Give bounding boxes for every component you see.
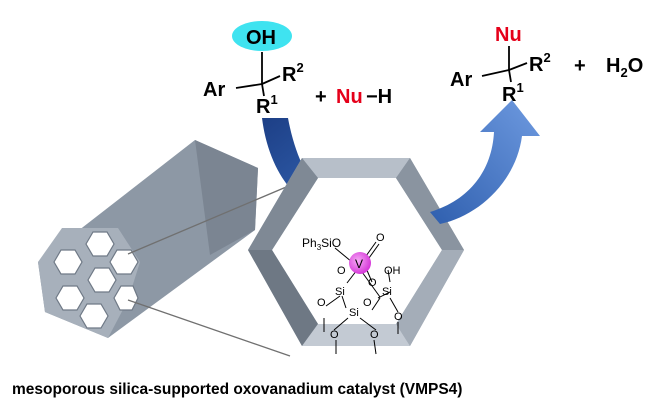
pore-inner: [272, 178, 442, 324]
figure-caption: mesoporous silica-supported oxovanadium …: [12, 381, 463, 398]
product-ar: Ar: [450, 69, 472, 91]
nu-hydrogen: −H: [366, 86, 392, 108]
vanadium-label: V: [355, 257, 363, 271]
plus-sign: +: [315, 86, 327, 108]
rod-side-shade: [195, 140, 258, 255]
zoom-line-top: [127, 181, 299, 255]
hydroxyl-label: OH: [384, 265, 401, 277]
byproduct-water: + H2O: [574, 55, 643, 80]
product-r2: R2: [529, 50, 551, 76]
oxo-oxygen-label: O: [376, 232, 385, 244]
oxygen-label: O: [317, 297, 326, 309]
water-formula: H2O: [606, 55, 643, 80]
reactant-r2: R2: [282, 60, 304, 86]
reactant-ar: Ar: [203, 79, 225, 101]
curved-arrow-in: [262, 118, 392, 219]
hexagonal-pore: [248, 158, 464, 346]
product: Nu Ar R2 R1: [450, 24, 551, 106]
oxygen-label: O: [394, 311, 403, 323]
reactant-alcohol: OH Ar R2 R1: [203, 21, 304, 118]
product-r1: R1: [502, 80, 524, 106]
curved-arrow-out: [430, 100, 540, 224]
nu-label: Nu: [336, 86, 363, 108]
pore-holes: [53, 231, 139, 329]
zoom-line-bottom: [127, 299, 291, 357]
catalyst-site: Ph3SiO V O OH O O Si Si Si O O O O O: [302, 232, 403, 355]
silicon-label: Si: [382, 286, 392, 298]
oxygen-label: O: [337, 265, 346, 277]
oxygen-label: O: [368, 277, 377, 289]
reactant-r1: R1: [256, 92, 278, 118]
vanadium-atom: [349, 252, 371, 274]
plus-sign: +: [574, 55, 586, 77]
oh-highlight: [232, 21, 292, 51]
ph3sio-label: Ph3SiO: [302, 236, 341, 252]
oxygen-label: O: [370, 329, 379, 341]
mesoporous-silica-rod: [38, 140, 299, 357]
oxygen-label: O: [330, 329, 339, 341]
reactant-oh: OH: [246, 27, 276, 49]
product-nu: Nu: [495, 24, 522, 46]
nucleophile: + Nu −H: [315, 86, 392, 108]
silicon-label: Si: [335, 286, 345, 298]
oxygen-label: O: [363, 297, 372, 309]
silicon-label: Si: [349, 307, 359, 319]
